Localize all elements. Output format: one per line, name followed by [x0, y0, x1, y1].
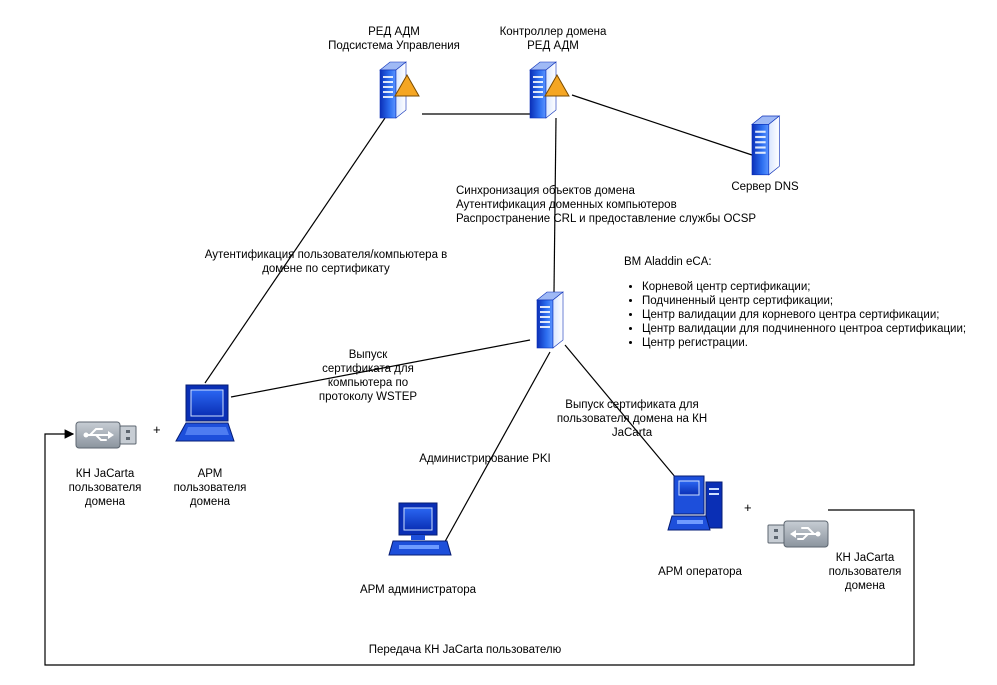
- edge-mgmt-armuser: [204, 117, 386, 384]
- edge-ca-armoperator: [564, 344, 682, 485]
- vm-info-item: Подчиненный центр сертификации;: [642, 294, 966, 308]
- plus-user: +: [153, 422, 161, 437]
- label-transfer: Передача КН JaCarta пользователю: [368, 644, 562, 656]
- workstation-icon-armoperator: [667, 475, 723, 531]
- vm-info-item: Корневой центр сертификации;: [642, 280, 966, 294]
- vm-info-title: ВМ Aladdin eCA:: [624, 256, 712, 268]
- server-icon-dns: [751, 115, 780, 176]
- laptop-icon-armuser: [175, 384, 235, 442]
- server-icon-dc: [529, 61, 570, 119]
- usb-token-icon-user: [75, 421, 137, 449]
- edge-transfer: [44, 429, 915, 666]
- edge-ca-armadmin: [441, 351, 551, 548]
- vm-info-item: Центр валидации для корневого центра сер…: [642, 308, 966, 322]
- usb-token-icon-operator: [767, 520, 829, 548]
- vm-info-item: Центр регистрации.: [642, 336, 966, 350]
- label-pki-admin: Администрирование PKI: [419, 453, 551, 465]
- desktop-icon-armadmin: [388, 502, 452, 556]
- label-arm-admin: АРМ администратора: [359, 584, 477, 596]
- label-auth-cert: Аутентификация пользователя/компьютера в…: [204, 249, 448, 275]
- edge-dc-dns: [571, 94, 753, 156]
- edge-dc-ca: [553, 117, 557, 293]
- server-icon-mgmt: [379, 61, 420, 119]
- server-icon-ca: [536, 291, 564, 349]
- vm-info-list: Корневой центр сертификации; Подчиненный…: [624, 280, 966, 350]
- plus-operator: +: [744, 500, 752, 515]
- vm-info-item: Центр валидации для подчиненного центроа…: [642, 322, 966, 336]
- edges: [44, 94, 915, 666]
- label-arm-operator: АРМ оператора: [658, 566, 742, 578]
- edge-ca-armuser: [230, 339, 531, 398]
- label-dns-server: Сервер DNS: [731, 181, 799, 193]
